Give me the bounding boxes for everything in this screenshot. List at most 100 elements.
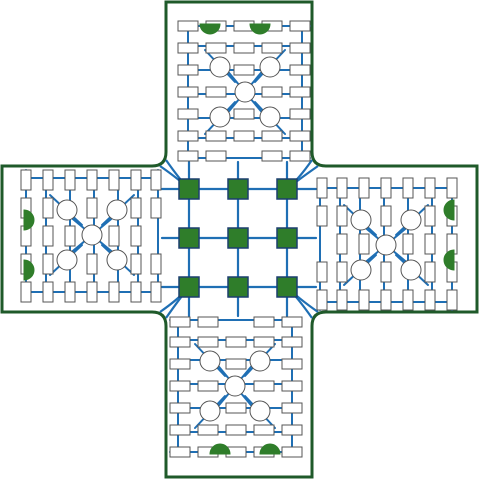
rect-node-icon	[281, 424, 303, 436]
square-node-icon	[276, 227, 298, 249]
square-node-icon	[276, 178, 298, 200]
square-node-icon	[178, 178, 200, 200]
rect-node-icon	[150, 253, 162, 275]
circle-node-icon	[375, 234, 397, 256]
half-disc-port-icon	[443, 199, 455, 221]
rect-node-icon	[177, 20, 199, 32]
rect-node-icon	[177, 130, 199, 142]
rect-node-icon	[253, 380, 275, 392]
rect-node-icon	[289, 64, 311, 76]
square-node-icon	[227, 276, 249, 298]
rect-node-icon	[108, 281, 120, 303]
rect-node-icon	[281, 316, 303, 328]
rect-node-icon	[197, 424, 219, 436]
rect-node-icon	[424, 289, 436, 311]
rect-node-icon	[177, 150, 199, 162]
rect-node-icon	[402, 289, 414, 311]
rect-node-icon	[169, 336, 191, 348]
rect-node-icon	[261, 130, 283, 142]
rect-node-icon	[169, 380, 191, 392]
rect-node-icon	[336, 233, 348, 255]
rect-node-icon	[225, 402, 247, 414]
rect-node-icon	[197, 380, 219, 392]
arm-right	[316, 177, 458, 311]
rect-node-icon	[64, 225, 76, 247]
circle-node-icon	[81, 224, 103, 246]
rect-node-icon	[86, 169, 98, 191]
rect-node-icon	[197, 316, 219, 328]
half-disc-port-icon	[199, 23, 221, 35]
arm-top	[177, 20, 311, 162]
circle-node-icon	[106, 199, 128, 221]
circle-node-icon	[350, 209, 372, 231]
rect-node-icon	[42, 225, 54, 247]
circle-node-icon	[56, 249, 78, 271]
rect-node-icon	[380, 261, 392, 283]
rect-node-icon	[281, 402, 303, 414]
rect-node-icon	[424, 177, 436, 199]
rect-node-icon	[261, 150, 283, 162]
rect-node-icon	[130, 225, 142, 247]
rect-node-icon	[233, 42, 255, 54]
rect-node-icon	[177, 108, 199, 120]
rect-node-icon	[150, 197, 162, 219]
rect-node-icon	[289, 42, 311, 54]
rect-node-icon	[169, 402, 191, 414]
rect-node-icon	[336, 261, 348, 283]
rect-node-icon	[169, 358, 191, 370]
rect-node-icon	[402, 177, 414, 199]
rect-node-icon	[130, 169, 142, 191]
arms-layer	[20, 20, 458, 458]
rect-node-icon	[64, 281, 76, 303]
rect-node-icon	[336, 177, 348, 199]
half-disc-port-icon	[23, 259, 35, 281]
rect-node-icon	[289, 20, 311, 32]
circle-node-icon	[350, 259, 372, 281]
rect-node-icon	[225, 336, 247, 348]
rect-node-icon	[130, 253, 142, 275]
rect-node-icon	[281, 358, 303, 370]
rect-node-icon	[205, 42, 227, 54]
center-grid	[178, 178, 298, 298]
arm-bottom	[169, 316, 303, 458]
rect-node-icon	[380, 205, 392, 227]
circle-node-icon	[106, 249, 128, 271]
rect-node-icon	[253, 424, 275, 436]
rect-node-icon	[358, 289, 370, 311]
rect-node-icon	[281, 446, 303, 458]
rect-node-icon	[169, 424, 191, 436]
rect-node-icon	[358, 233, 370, 255]
circle-node-icon	[259, 106, 281, 128]
rect-node-icon	[358, 177, 370, 199]
square-node-icon	[276, 276, 298, 298]
rect-node-icon	[42, 169, 54, 191]
rect-node-icon	[42, 281, 54, 303]
circle-node-icon	[209, 56, 231, 78]
rect-node-icon	[177, 86, 199, 98]
circle-node-icon	[400, 209, 422, 231]
circle-node-icon	[249, 350, 271, 372]
rect-node-icon	[150, 169, 162, 191]
rect-node-icon	[169, 316, 191, 328]
rect-node-icon	[316, 289, 328, 311]
rect-node-icon	[424, 261, 436, 283]
rect-node-icon	[86, 281, 98, 303]
rect-node-icon	[42, 197, 54, 219]
circle-node-icon	[234, 81, 256, 103]
rect-node-icon	[225, 424, 247, 436]
circle-node-icon	[400, 259, 422, 281]
rect-node-icon	[261, 42, 283, 54]
square-node-icon	[227, 178, 249, 200]
half-disc-port-icon	[249, 23, 271, 35]
rect-node-icon	[289, 108, 311, 120]
square-node-icon	[227, 227, 249, 249]
rect-node-icon	[446, 289, 458, 311]
rect-node-icon	[233, 64, 255, 76]
rect-node-icon	[20, 169, 32, 191]
rect-node-icon	[197, 336, 219, 348]
rect-node-icon	[380, 177, 392, 199]
rect-node-icon	[281, 380, 303, 392]
rect-node-icon	[233, 130, 255, 142]
rect-node-icon	[316, 177, 328, 199]
rect-node-icon	[253, 316, 275, 328]
